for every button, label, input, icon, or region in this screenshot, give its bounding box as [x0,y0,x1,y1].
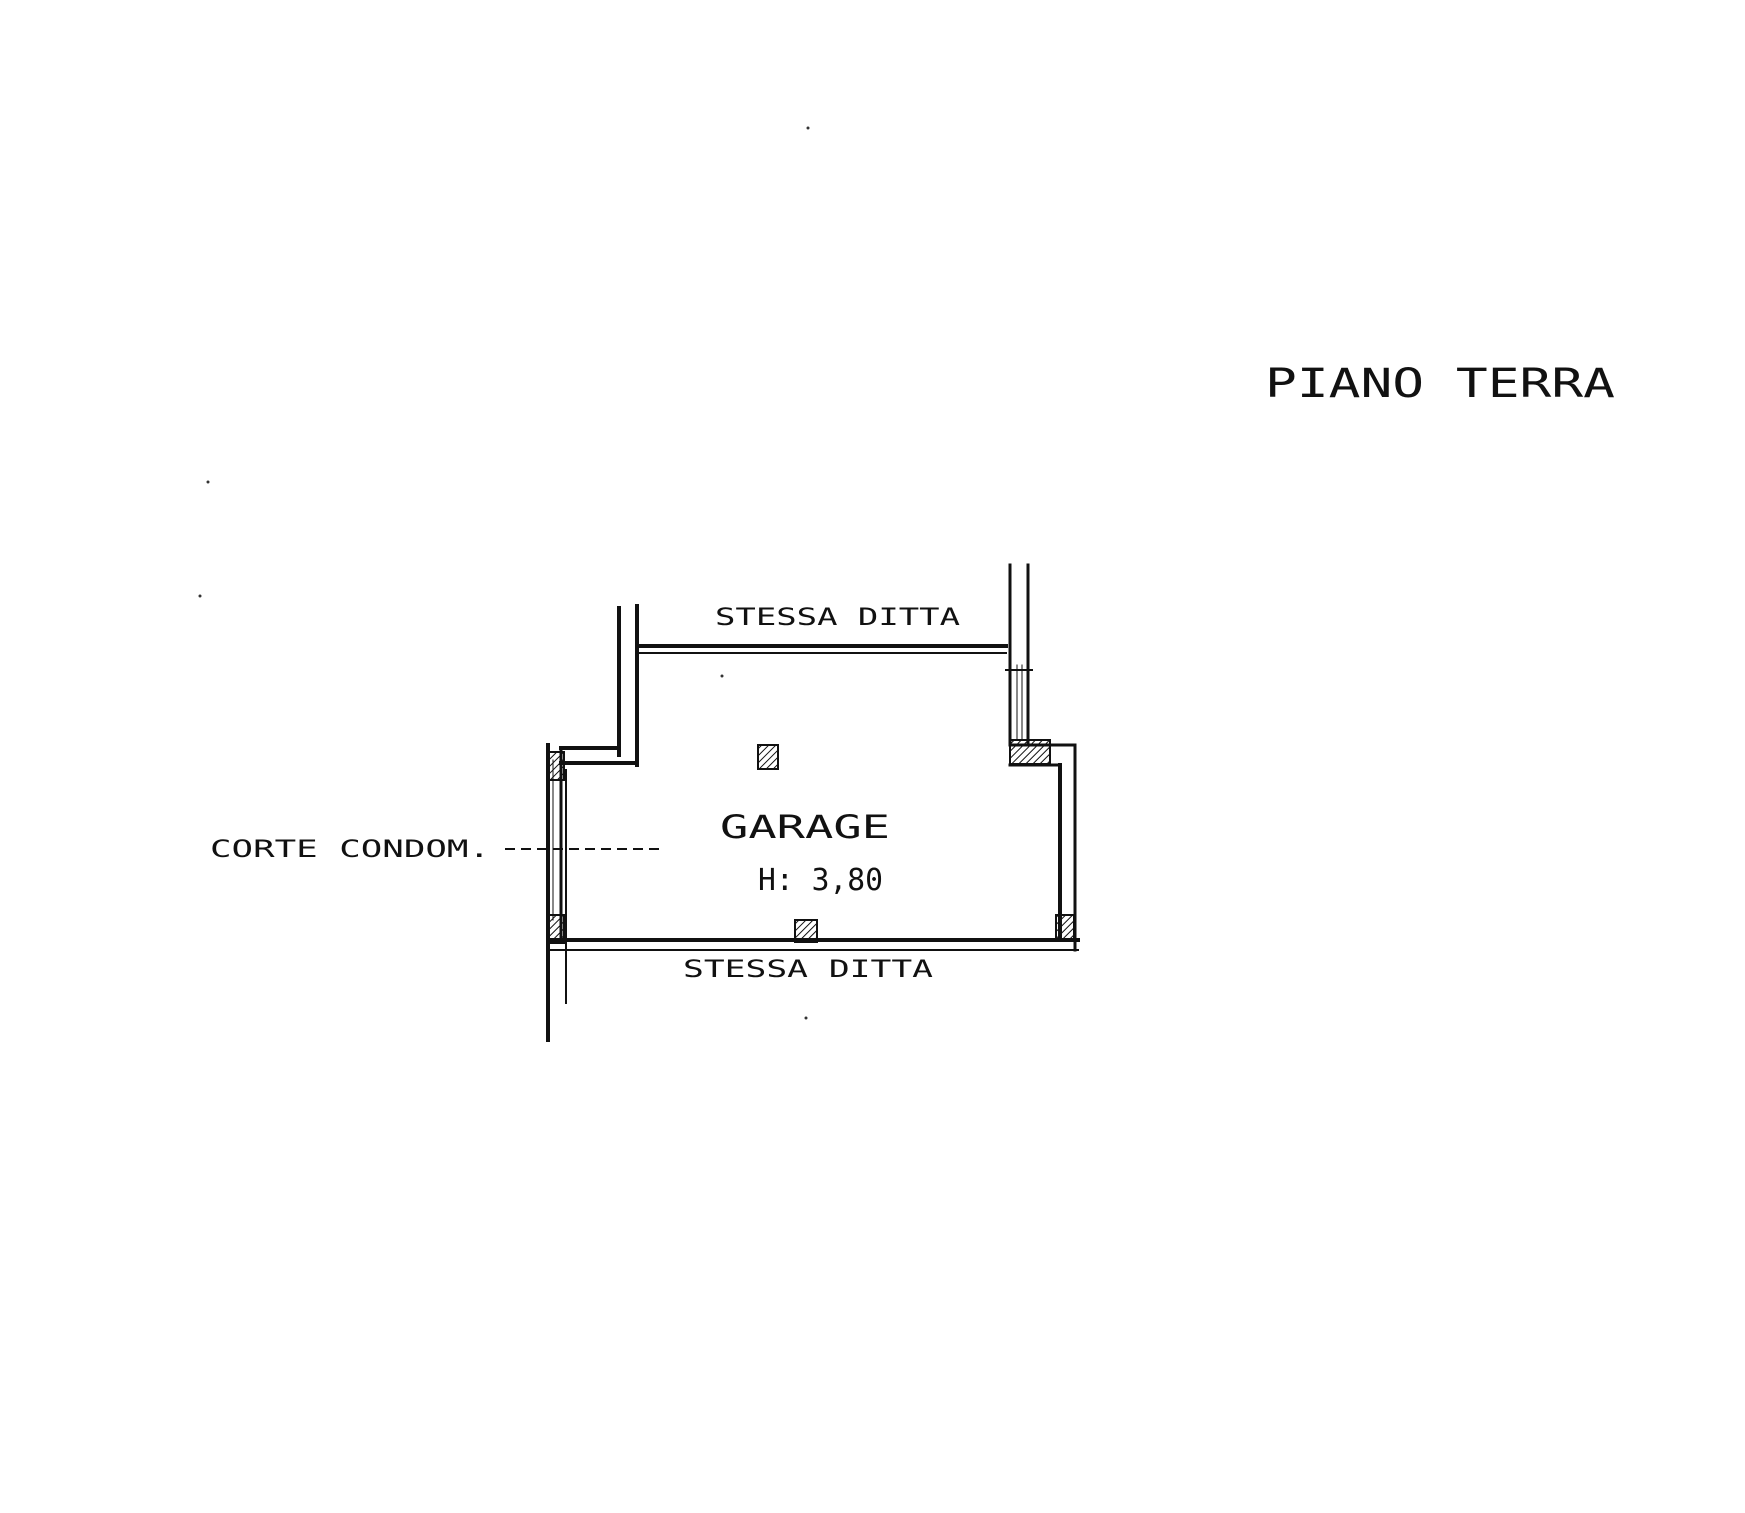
pillar-south-center [794,919,818,943]
room-name: GARAGE [720,808,890,846]
south-neighbor-label: STESSA DITTA [683,955,934,983]
structural-pillars [547,739,1075,944]
pillar-west-upper [547,751,565,781]
room-height: H: 3,80 [758,863,883,898]
scan-marks [198,126,810,1020]
pillar-east-lower [1055,914,1075,941]
pillar-west-lower [547,914,565,944]
sheet-title: PIANO TERRA [1265,361,1615,407]
courtyard-label: CORTE CONDOM. [210,835,490,863]
north-neighbor-label: STESSA DITTA [715,603,961,631]
garage-walls [546,563,1080,1042]
pillar-center [757,744,779,770]
pillar-east-upper [1009,739,1051,765]
